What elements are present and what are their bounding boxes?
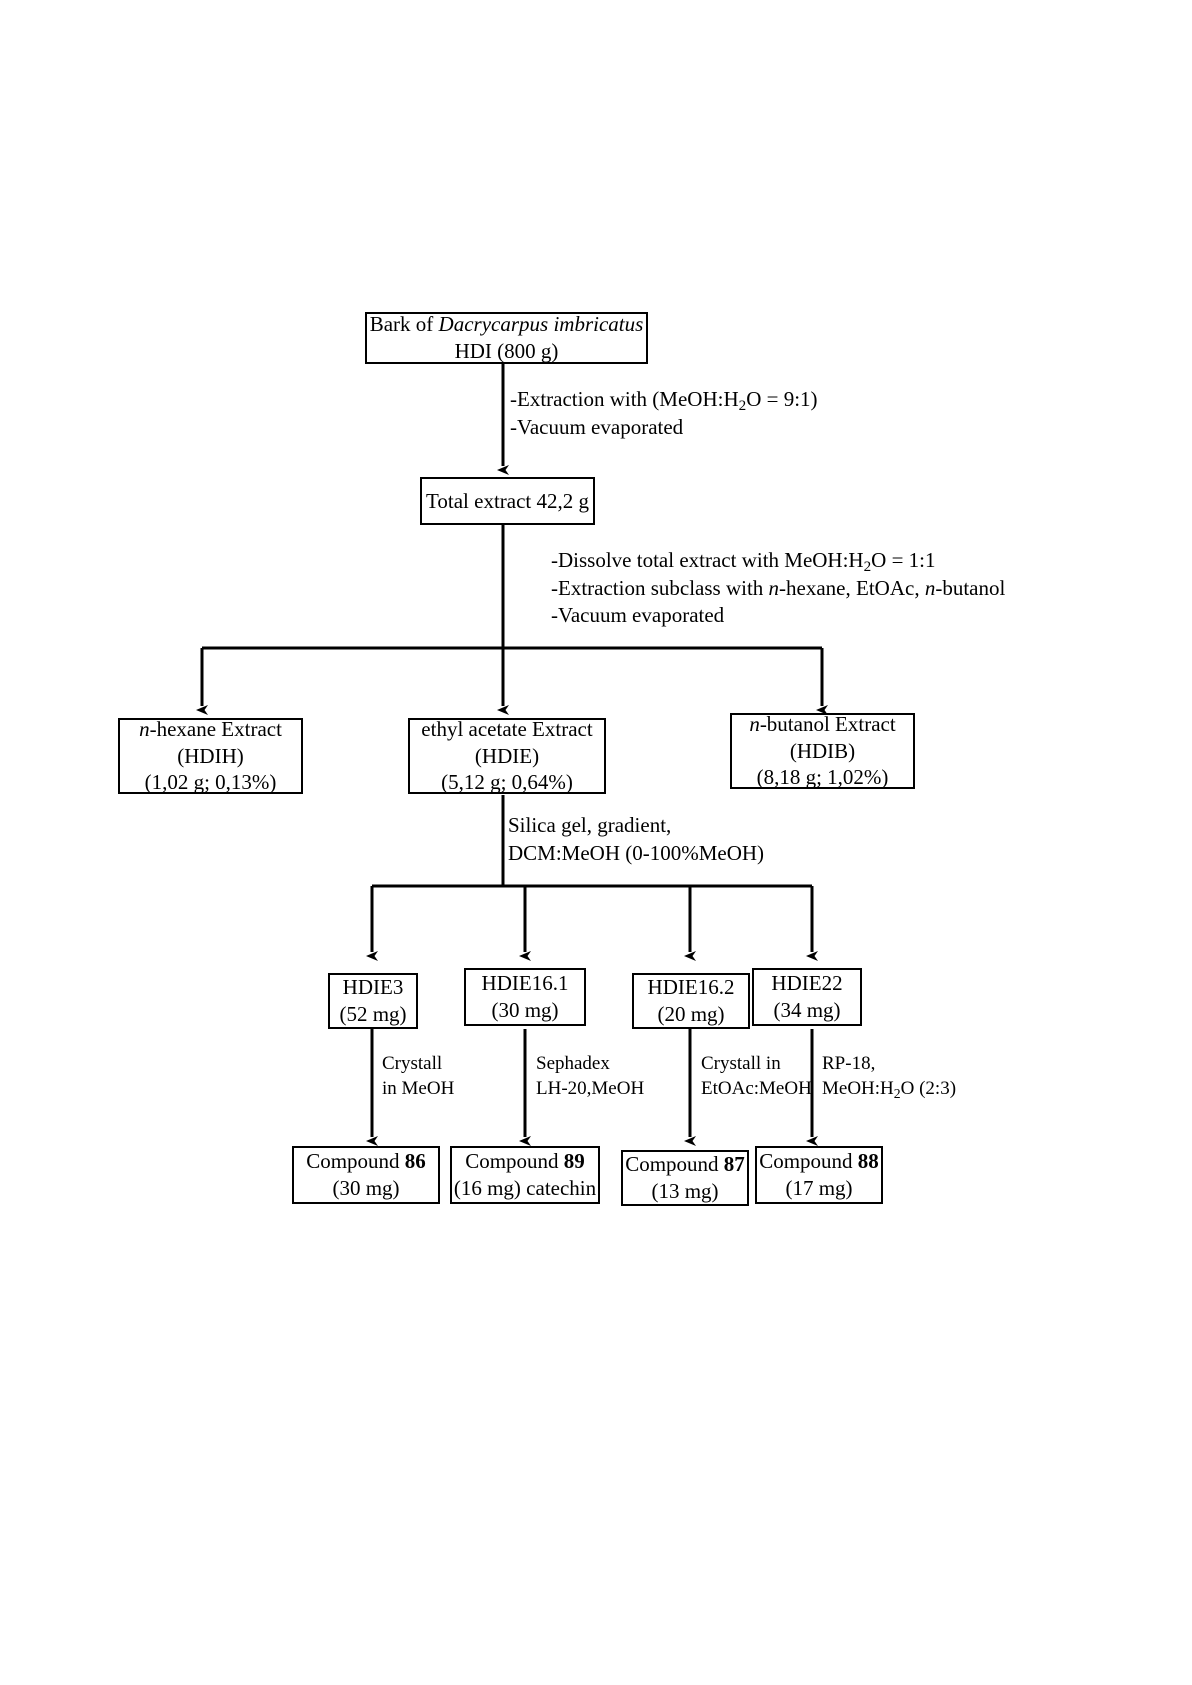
compound-86-line1: Compound 86 — [306, 1149, 426, 1174]
fraction-hdie16-1-line2: (30 mg) — [491, 998, 559, 1022]
fraction-hdie3-line1: HDIE3 — [342, 975, 404, 1000]
compound-88-line1: Compound 88 — [759, 1149, 879, 1174]
compound-box-88: Compound 88 (17 mg) — [755, 1146, 883, 1204]
source-material-prefix: Bark of — [369, 312, 439, 337]
fraction-hdie22-line2: (34 mg) — [773, 998, 841, 1022]
compound-box-89: Compound 89 (16 mg) catechin — [450, 1146, 600, 1204]
total-extract-box: Total extract 42,2 g — [420, 477, 595, 525]
source-material-line2: HDI (800 g) — [454, 339, 559, 363]
purification-crystall-etoac-line1: Crystall in — [701, 1053, 781, 1074]
fraction-box-hdie16-2: HDIE16.2 (20 mg) — [632, 973, 750, 1029]
extract-box-ethyl-acetate: ethyl acetate Extract (HDIE) (5,12 g; 0,… — [408, 716, 606, 795]
step2-line3: -Vacuum evaporated — [551, 603, 725, 628]
purification-crystall-etoac-line2: EtOAc:MeOH — [701, 1078, 812, 1100]
step3-label: Silica gel, gradient, DCM:MeOH (0-100%Me… — [508, 812, 764, 867]
fraction-hdie16-1-line1: HDIE16.1 — [481, 971, 569, 996]
compound-88-line2: (17 mg) — [785, 1176, 853, 1200]
step2-line2: -Extraction subclass with n-hexane, EtOA… — [551, 575, 1006, 600]
purification-sephadex-line2: LH-20,MeOH — [536, 1078, 645, 1100]
extract-ethyl-acetate-line2: (HDIE) — [474, 743, 540, 768]
compound-box-87: Compound 87 (13 mg) — [621, 1150, 749, 1206]
compound-86-line2: (30 mg) — [332, 1176, 400, 1200]
compound-87-line1: Compound 87 — [625, 1152, 745, 1177]
fraction-hdie16-2-line1: HDIE16.2 — [647, 975, 735, 1000]
extract-butanol-line3: (8,18 g; 1,02%) — [756, 765, 889, 790]
species-name: Dacrycarpus imbricatus — [438, 312, 644, 337]
extract-butanol-line2: (HDIB) — [789, 738, 856, 763]
fraction-box-hdie22: HDIE22 (34 mg) — [752, 968, 862, 1026]
extract-ethyl-acetate-line3: (5,12 g; 0,64%) — [441, 770, 573, 795]
step1-line2: -Vacuum evaporated — [510, 414, 684, 439]
purification-rp18-line1: RP-18, — [822, 1053, 876, 1074]
compound-box-86: Compound 86 (30 mg) — [292, 1146, 440, 1204]
step3-line1: Silica gel, gradient, — [508, 813, 672, 837]
compound-89-line1: Compound 89 — [465, 1149, 585, 1174]
purification-label-sephadex: Sephadex LH-20,MeOH — [536, 1051, 644, 1101]
compound-87-line2: (13 mg) — [651, 1179, 719, 1203]
extract-hexane-line1: n-hexane Extract — [139, 716, 282, 741]
source-material-box: Bark of Dacrycarpus imbricatus HDI (800 … — [365, 312, 648, 364]
purification-crystall-meoh-line2: in MeOH — [382, 1078, 455, 1100]
total-extract-line1: Total extract 42,2 g — [426, 488, 589, 513]
extract-hexane-line2: (HDIH) — [177, 743, 244, 768]
step2-label: -Dissolve total extract with MeOH:H2O = … — [551, 547, 1005, 630]
purification-crystall-meoh-line1: Crystall — [382, 1053, 443, 1074]
purification-rp18-line2: MeOH:H2O (2:3) — [822, 1078, 957, 1101]
fraction-hdie16-2-line2: (20 mg) — [657, 1002, 725, 1026]
step3-line2: DCM:MeOH (0-100%MeOH) — [508, 840, 765, 865]
purification-label-crystall-meoh: Crystall in MeOH — [382, 1051, 454, 1101]
fraction-hdie22-line1: HDIE22 — [771, 971, 843, 996]
purification-label-rp18: RP-18, MeOH:H2O (2:3) — [822, 1051, 956, 1101]
purification-label-crystall-etoac: Crystall in EtOAc:MeOH — [701, 1051, 812, 1101]
extract-hexane-line3: (1,02 g; 0,13%) — [144, 770, 277, 795]
extract-box-hexane: n-hexane Extract (HDIH) (1,02 g; 0,13%) — [118, 716, 303, 795]
step1-label: -Extraction with (MeOH:H2O = 9:1) -Vacuu… — [510, 386, 818, 441]
extract-box-butanol: n-butanol Extract (HDIB) (8,18 g; 1,02%) — [730, 711, 915, 790]
compound-89-line2: (16 mg) catechin — [453, 1176, 597, 1200]
extract-butanol-line1: n-butanol Extract — [749, 711, 896, 736]
fraction-box-hdie16-1: HDIE16.1 (30 mg) — [464, 968, 586, 1026]
fraction-box-hdie3: HDIE3 (52 mg) — [328, 973, 418, 1029]
step2-line1: -Dissolve total extract with MeOH:H2O = … — [551, 548, 936, 576]
extract-ethyl-acetate-line1: ethyl acetate Extract — [421, 716, 593, 741]
purification-sephadex-line1: Sephadex — [536, 1053, 610, 1074]
step1-line1: -Extraction with (MeOH:H2O = 9:1) — [510, 387, 818, 415]
fraction-hdie3-line2: (52 mg) — [339, 1002, 407, 1026]
source-material-line1: Bark of Dacrycarpus imbricatus — [370, 311, 644, 338]
